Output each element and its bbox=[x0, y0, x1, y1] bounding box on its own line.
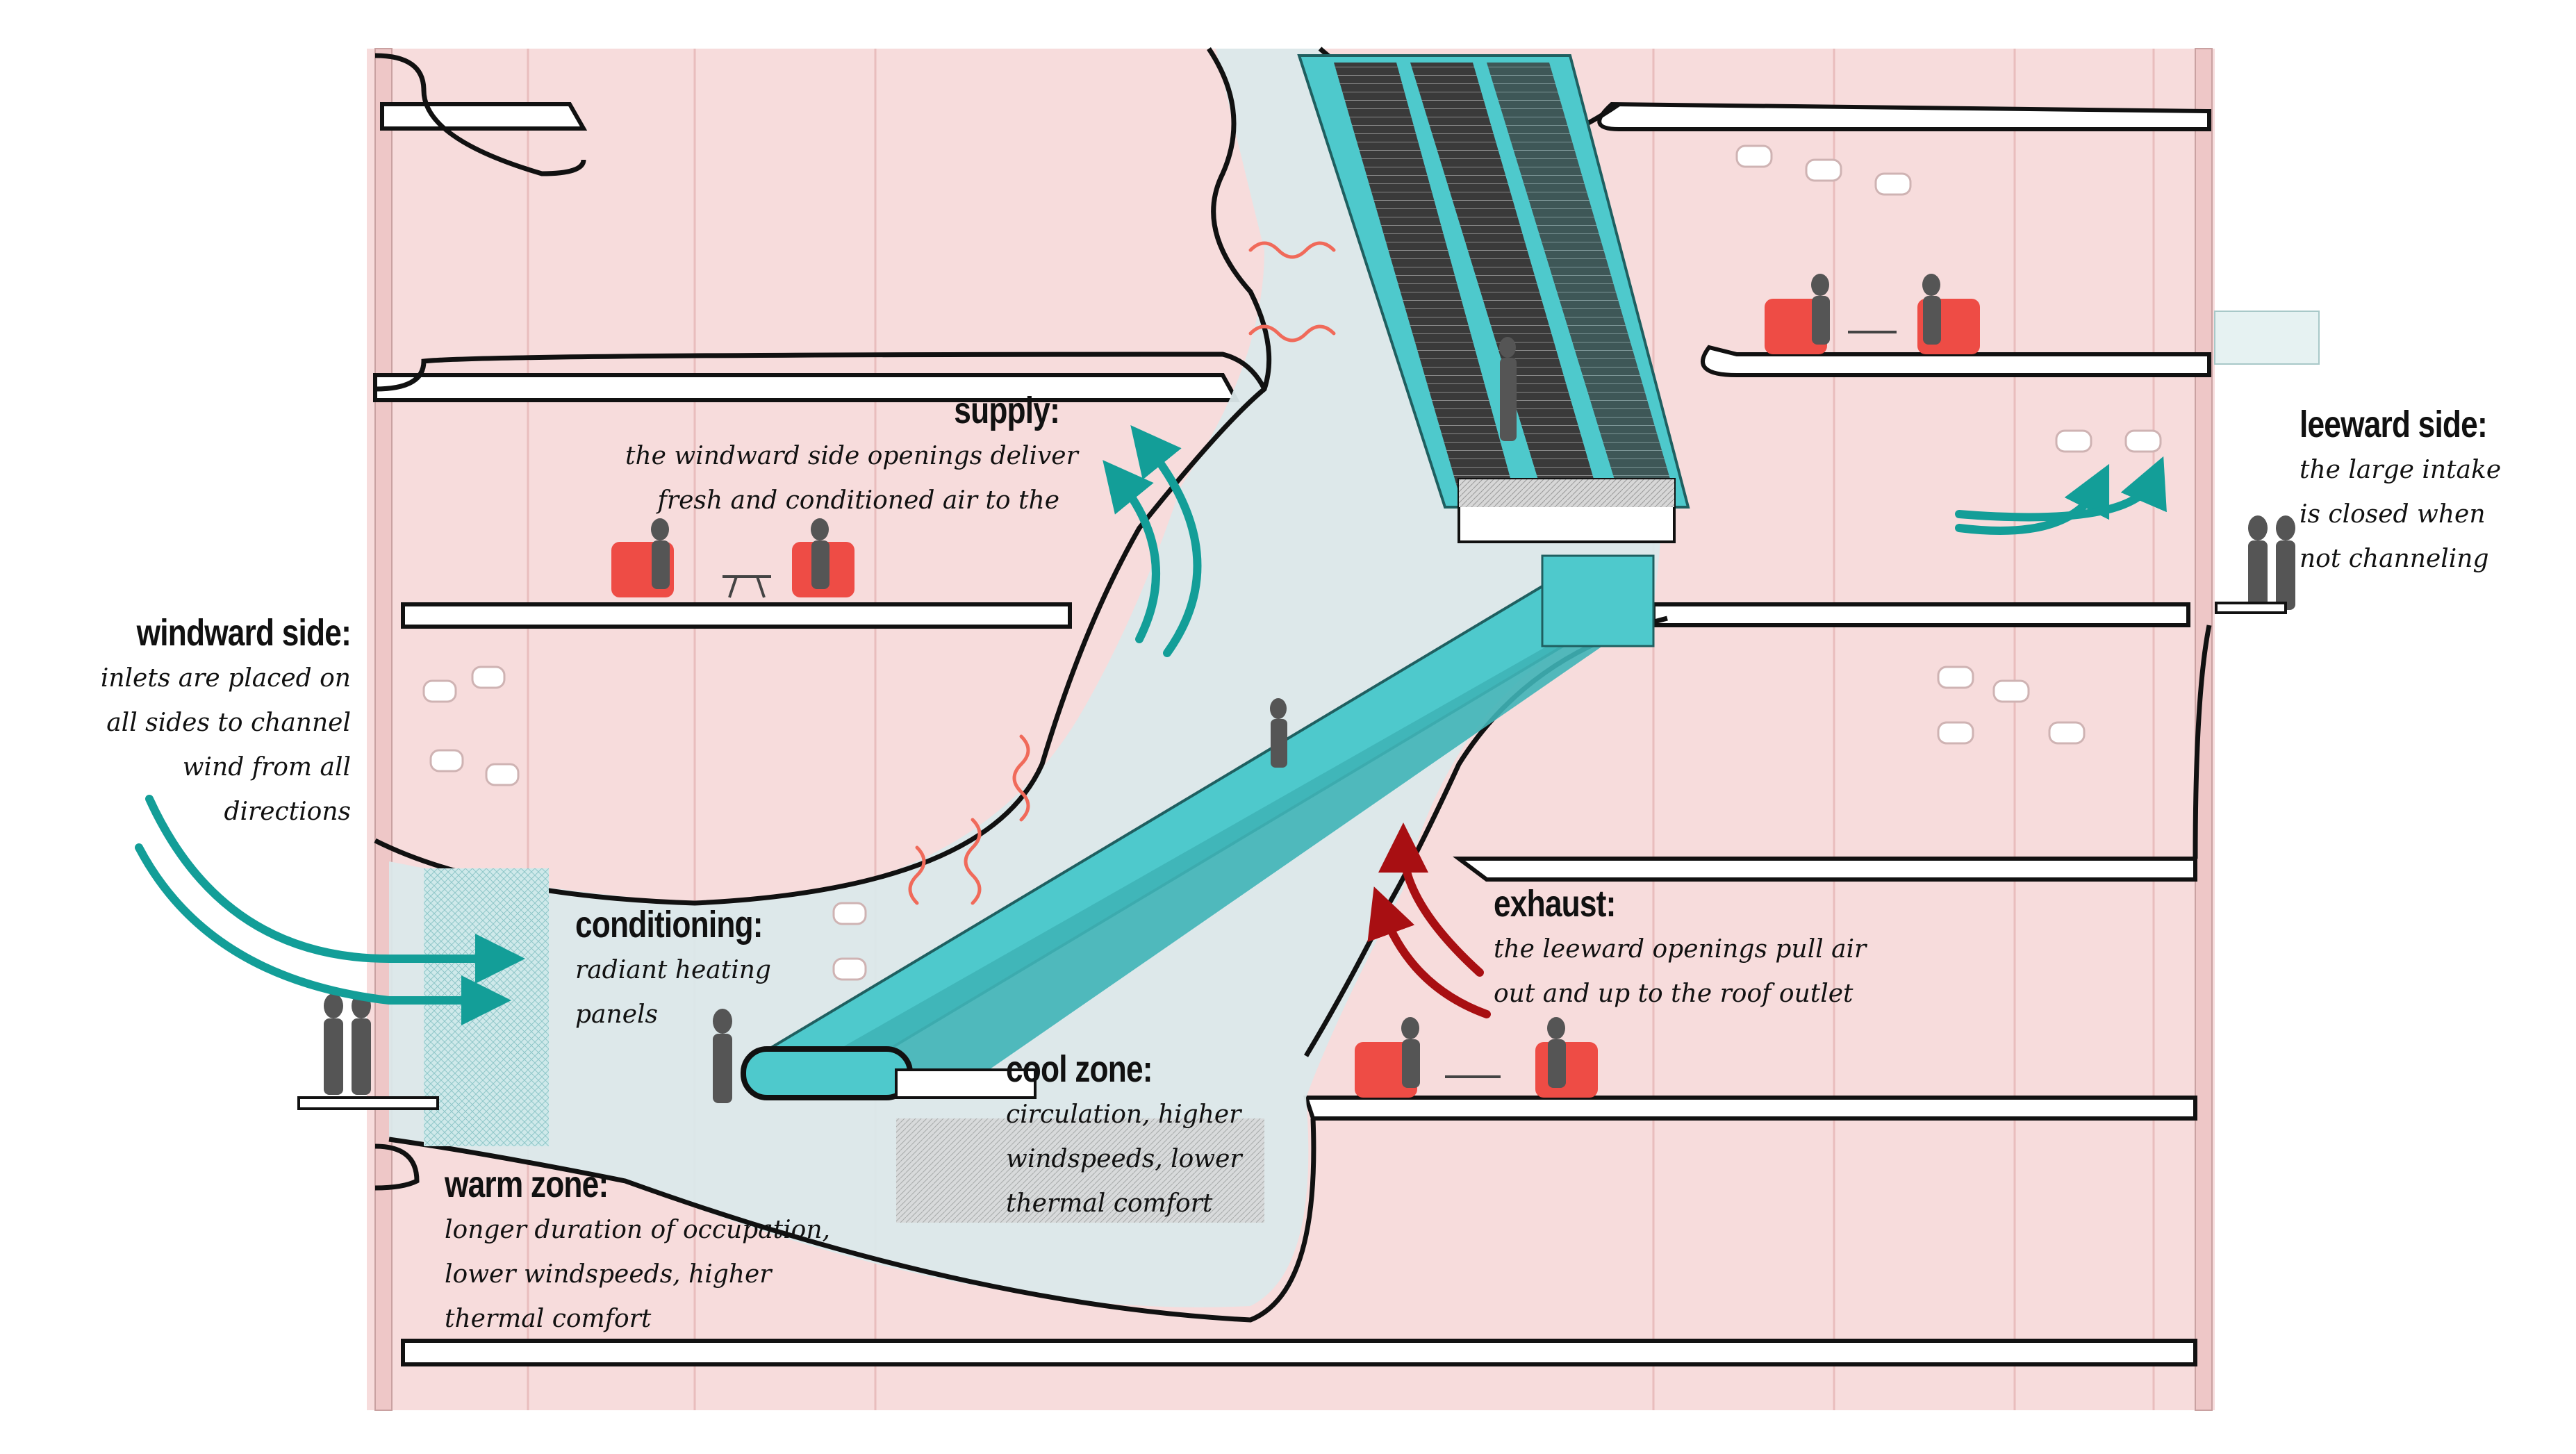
windward-line-4: directions bbox=[224, 798, 351, 826]
cool-zone-line-2: windspeeds, lower bbox=[1006, 1145, 1242, 1173]
supply-heading: supply: bbox=[954, 390, 1060, 431]
sculpted-edges bbox=[374, 47, 2212, 1323]
heat-wave-markers bbox=[908, 241, 1336, 905]
windward-inlet-mesh bbox=[424, 868, 549, 1146]
supply-airflow-arrows bbox=[135, 425, 2167, 1025]
windward-line-3: wind from all bbox=[182, 753, 351, 782]
warm-zone-label: warm zone: longer duration of occupation… bbox=[445, 1163, 834, 1339]
cool-zone-label: cool zone: circulation, higher windspeed… bbox=[1006, 1048, 1305, 1224]
exhaust-line-1: the leeward openings pull air bbox=[1494, 935, 1867, 964]
cool-zone-heading: cool zone: bbox=[1006, 1048, 1153, 1090]
warm-zone-line-1: longer duration of occupation, bbox=[445, 1216, 830, 1244]
lower-escalator bbox=[741, 554, 1655, 1223]
wall-panels bbox=[527, 49, 2155, 1410]
conditioning-heading: conditioning: bbox=[575, 904, 763, 945]
upper-escalator bbox=[1297, 54, 1690, 543]
warm-zone-line-3: thermal comfort bbox=[445, 1305, 652, 1333]
leeward-line-2: is closed when bbox=[2300, 500, 2486, 529]
windward-line-2: all sides to channel bbox=[106, 709, 351, 737]
roof-vent bbox=[2214, 311, 2320, 365]
cool-zone-line-3: thermal comfort bbox=[1006, 1189, 1213, 1218]
warm-zone-line-2: lower windspeeds, higher bbox=[445, 1260, 772, 1289]
leeward-line-3: not channeling bbox=[2300, 545, 2489, 573]
left-facade bbox=[374, 48, 393, 1411]
ledges bbox=[297, 602, 2287, 1110]
windward-label: windward side: inlets are placed on all … bbox=[83, 611, 352, 832]
conditioning-line-2: panels bbox=[575, 1000, 658, 1029]
supply-line-2: fresh and conditioned air to the bbox=[657, 486, 1059, 515]
leeward-line-1: the large intake bbox=[2300, 456, 2502, 484]
windward-line-1: inlets are placed on bbox=[100, 664, 351, 693]
leeward-heading: leeward side: bbox=[2300, 404, 2488, 445]
wall-openings bbox=[422, 144, 2162, 981]
conditioning-label: conditioning: radiant heating panels bbox=[575, 903, 867, 1035]
warm-zone-heading: warm zone: bbox=[445, 1164, 609, 1205]
floor-slabs bbox=[373, 101, 2211, 1366]
conditioning-line-1: radiant heating bbox=[575, 956, 771, 984]
windward-heading: windward side: bbox=[136, 612, 352, 654]
cool-zone-line-1: circulation, higher bbox=[1006, 1100, 1241, 1129]
exhaust-label: exhaust: the leeward openings pull air o… bbox=[1494, 882, 1883, 1014]
right-facade bbox=[2195, 48, 2213, 1411]
supply-label: supply: the windward side openings deliv… bbox=[625, 389, 1078, 521]
exhaust-heading: exhaust: bbox=[1494, 883, 1616, 925]
leeward-label: leeward side: the large intake is closed… bbox=[2300, 403, 2529, 579]
exhaust-line-2: out and up to the roof outlet bbox=[1494, 980, 1853, 1008]
exhaust-airflow-arrows bbox=[1367, 823, 1491, 1018]
supply-line-1: the windward side openings deliver bbox=[625, 442, 1078, 470]
side-tables bbox=[723, 331, 1897, 1078]
